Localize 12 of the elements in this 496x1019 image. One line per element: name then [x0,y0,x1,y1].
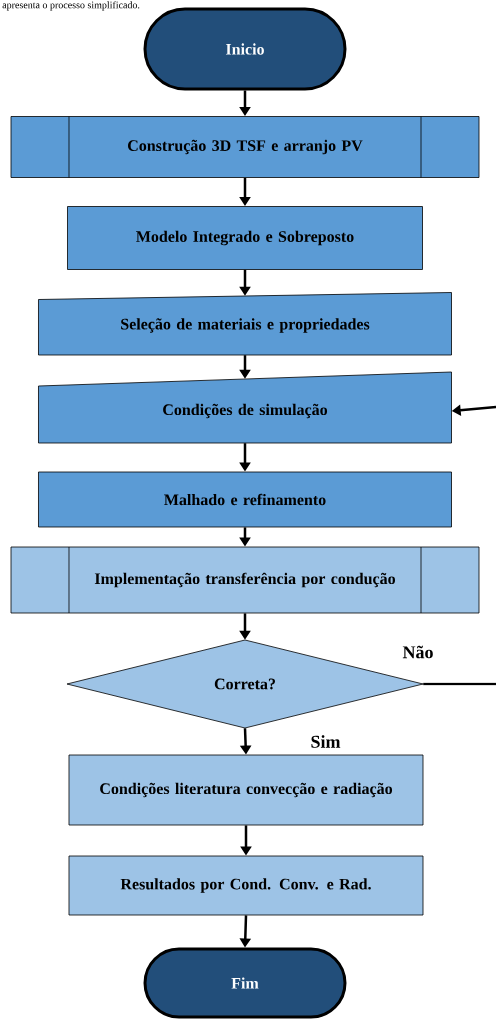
end-terminal: Fim [143,947,347,1019]
input-box: Condições de simulação [38,371,452,444]
start-terminal: Inicio [143,7,347,91]
input-box: Seleção de materiais e propriedades [38,292,452,356]
edge-label: Sim [311,735,341,748]
process-box: Resultados por Cond. Conv. e Rad. [68,855,424,916]
process-box: Implementação transferência por condução [10,546,480,614]
process-box: Condições literatura convecção e radiação [68,754,424,826]
process-box: Modelo Integrado e Sobreposto [67,206,423,270]
process-box: Construção 3D TSF e arranjo PV [10,116,480,178]
caption-text: apresenta o processo simplificado. [2,1,140,11]
process-box: Malhado e refinamento [38,471,452,528]
